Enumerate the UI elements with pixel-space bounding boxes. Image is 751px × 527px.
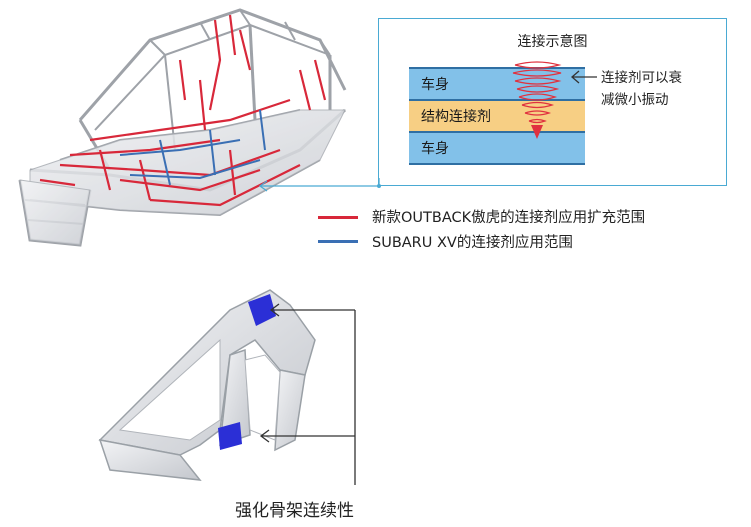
legend-blue-label: SUBARU XV的连接剂应用范围 — [372, 235, 573, 251]
diagram-title: 连接示意图 — [517, 34, 588, 50]
legend-red-label: 新款OUTBACK傲虎的连接剂应用扩充范围 — [372, 210, 646, 226]
note-pointer-arrow-icon — [571, 70, 597, 84]
layer-car-body-bottom: 车身 — [409, 133, 585, 165]
pillar-caption: 强化骨架连续性 — [235, 501, 354, 521]
pillar-windows — [118, 338, 281, 441]
legend-red-swatch — [318, 216, 358, 219]
side-pillar-illustration — [98, 289, 316, 481]
blue-adhesive-lines — [119, 109, 266, 186]
red-adhesive-lines — [39, 14, 327, 207]
callout-arrows-icon — [259, 303, 356, 485]
connection-diagram-box: 连接示意图 车身 结构连接剂 车身 连接剂可以衰 减微小振动 — [378, 18, 727, 186]
adhesive-note-line2: 减微小振动 — [601, 92, 669, 108]
connector-arrow-icon — [258, 178, 381, 192]
adhesive-note: 连接剂可以衰 减微小振动 — [601, 67, 682, 111]
car-body-frame-illustration — [18, 8, 347, 247]
lower-reinforcement-highlight — [218, 422, 242, 450]
layer-structural-adhesive: 结构连接剂 — [409, 99, 585, 133]
upper-reinforcement-highlight — [248, 294, 276, 326]
vibration-wave-icon — [512, 61, 562, 139]
legend-blue-swatch — [318, 240, 358, 243]
adhesive-note-line1: 连接剂可以衰 — [601, 70, 682, 86]
